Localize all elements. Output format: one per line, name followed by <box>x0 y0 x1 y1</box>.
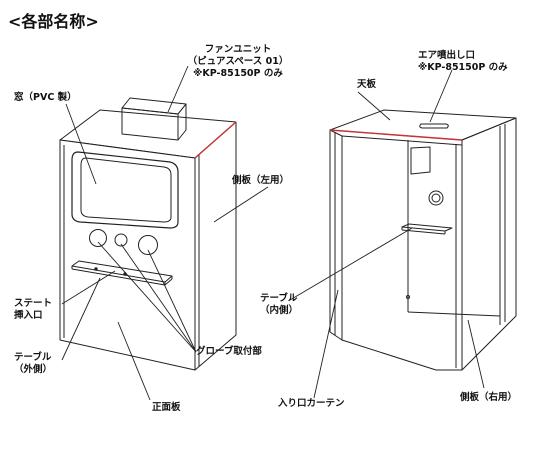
window-label: 窓（PVC 製） <box>14 92 77 103</box>
fan-unit-label-line3: ※KP-85150P のみ <box>193 68 283 79</box>
air-outlet-label: エア噴出し口 ※KP-85150P のみ <box>418 50 508 74</box>
glove-mount-label: グローブ取付部 <box>196 346 262 357</box>
table-inner-label: テーブル （内側） <box>260 293 298 317</box>
table-outer-label-line1: テーブル <box>14 352 52 363</box>
table-outer-label: テーブル （外側） <box>14 352 52 376</box>
side-right-label: 側板（右用） <box>460 392 518 403</box>
fan-unit-label-line2: （ピュアスペース 01） <box>187 56 289 67</box>
stage-slot-label-line1: ステート <box>14 298 53 309</box>
stage-slot-label-line2: 挿入口 <box>14 310 43 321</box>
stage-slot-label: ステート 挿入口 <box>14 298 52 322</box>
side-left-label: 側板（左用） <box>232 175 290 186</box>
front-panel-label: 正面板 <box>152 402 181 413</box>
table-outer-label-line2: （外側） <box>14 364 53 375</box>
fan-unit-label: ファンユニット （ピュアスペース 01） ※KP-85150P のみ <box>158 44 318 80</box>
table-inner-label-line2: （内側） <box>260 305 299 316</box>
top-panel-label: 天板 <box>357 79 377 90</box>
curtain-label: 入り口カーテン <box>278 398 345 409</box>
left-enclosure-drawing <box>59 97 237 371</box>
right-enclosure-drawing <box>329 109 517 371</box>
left-top-edge-accent <box>194 121 237 159</box>
page-title: <各部名称> <box>8 12 99 31</box>
leader-lines <box>61 65 485 401</box>
air-outlet-label-line2: ※KP-85150P のみ <box>418 62 508 73</box>
right-top-edge-accent <box>329 129 463 141</box>
table-inner-label-line1: テーブル <box>260 293 298 304</box>
air-outlet-label-line1: エア噴出し口 <box>418 50 476 61</box>
fan-unit-label-line1: ファンユニット <box>204 44 272 55</box>
